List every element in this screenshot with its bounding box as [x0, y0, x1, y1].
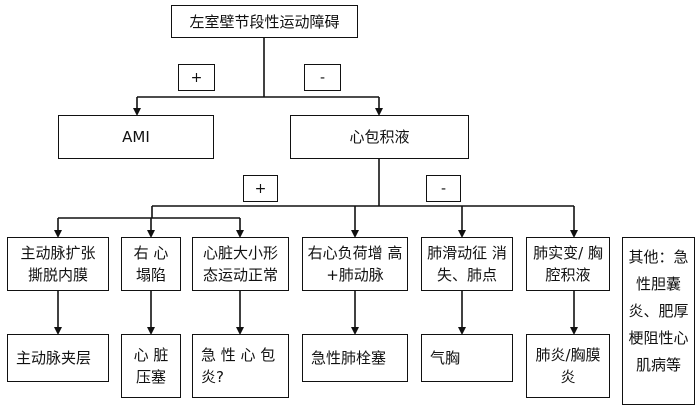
diagnosis-label: 急 性 心 包 炎?	[201, 346, 276, 386]
other-node: 其他：急性胆囊炎、肥厚梗阻性心肌病等	[622, 237, 695, 405]
negative-sign-level2: -	[426, 175, 461, 202]
diagnosis-node-pericarditis: 急 性 心 包 炎?	[192, 334, 289, 398]
diagnosis-label: 心 脏 压塞	[133, 346, 169, 386]
cause-node-normal-heart: 心脏大小形 态运动正常	[192, 237, 289, 291]
negative-sign-level1: -	[304, 64, 341, 91]
pericardial-effusion-node: 心包积液	[290, 115, 469, 159]
ami-label: AMI	[122, 128, 150, 146]
positive-sign-label: +	[190, 69, 203, 86]
root-node: 左室壁节段性运动障碍	[171, 5, 358, 38]
cause-label: 主动脉扩张 撕脱内膜	[20, 244, 96, 284]
cause-label: 肺滑动征 消失、肺点	[427, 244, 507, 284]
diagnosis-node-pulmonary-embolism: 急性肺栓塞	[302, 334, 408, 382]
diagnosis-label: 气胸	[430, 349, 461, 367]
diagnosis-node-tamponade: 心 脏 压塞	[121, 334, 181, 398]
cause-node-lung-sliding: 肺滑动征 消失、肺点	[421, 237, 513, 291]
pericardial-effusion-label: 心包积液	[349, 128, 410, 146]
negative-sign-label-2: -	[440, 180, 447, 197]
diagnosis-label: 急性肺栓塞	[311, 349, 387, 367]
diagnosis-node-pneumonia: 肺炎/胸膜 炎	[526, 334, 610, 398]
diagnosis-label: 主动脉夹层	[16, 349, 92, 367]
cause-node-consolidation: 肺实变/ 胸腔积液	[526, 237, 610, 291]
diagnosis-label: 肺炎/胸膜 炎	[535, 346, 601, 386]
root-label: 左室壁节段性运动障碍	[189, 12, 340, 31]
cause-label: 肺实变/ 胸腔积液	[533, 244, 603, 284]
cause-node-right-heart-collapse: 右 心 塌陷	[121, 237, 181, 291]
cause-label: 右心负荷增 高+肺动脉	[307, 244, 403, 284]
positive-sign-level2: +	[243, 175, 278, 202]
negative-sign-label: -	[319, 69, 326, 86]
positive-sign-label-2: +	[254, 180, 267, 197]
cause-node-aortic-dilation: 主动脉扩张 撕脱内膜	[7, 237, 109, 291]
diagnosis-node-aortic-dissection: 主动脉夹层	[7, 334, 109, 382]
diagnosis-node-pneumothorax: 气胸	[421, 334, 513, 382]
ami-node: AMI	[58, 115, 214, 159]
cause-node-right-heart-load: 右心负荷增 高+肺动脉	[302, 237, 408, 291]
cause-label: 右 心 塌陷	[133, 244, 169, 284]
positive-sign-level1: +	[178, 64, 215, 91]
cause-label: 心脏大小形 态运动正常	[202, 244, 278, 284]
other-label: 其他：急性胆囊炎、肥厚梗阻性心肌病等	[628, 248, 689, 374]
